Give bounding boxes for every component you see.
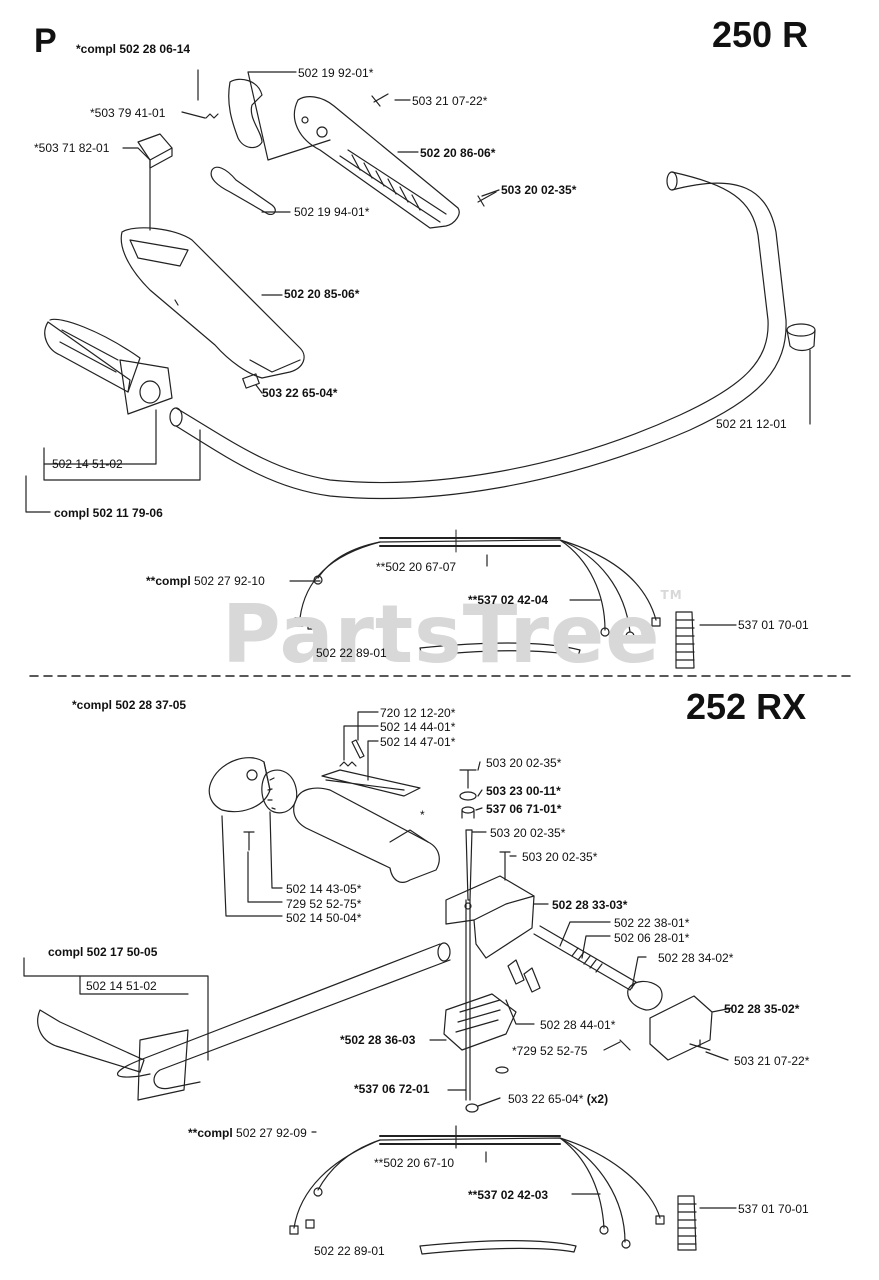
- part-label: 503 22 65-04* (x2): [508, 1092, 609, 1106]
- part-label: *503 79 41-01: [90, 106, 166, 120]
- throttle-handle-housing: [120, 227, 305, 379]
- part-label: 503 20 02-35*: [522, 850, 598, 864]
- part-label: **502 20 67-07: [376, 560, 457, 574]
- part-label: 502 28 33-03*: [552, 898, 628, 912]
- grip-half-shell: [208, 757, 271, 813]
- part-label: 503 22 65-04*: [262, 386, 338, 400]
- screw-b-2: [499, 851, 511, 881]
- spring: [339, 761, 357, 767]
- part-label: compl 502 11 79-06: [54, 506, 163, 520]
- part-label: 503 21 07-22*: [734, 1054, 810, 1068]
- part-label: 502 06 28-01*: [614, 931, 690, 945]
- part-label: *502 28 36-03: [340, 1033, 416, 1047]
- part-label: 502 14 47-01*: [380, 735, 456, 749]
- part-label: 503 21 07-22*: [412, 94, 488, 108]
- part-label: 503 23 00-11*: [486, 784, 561, 798]
- handle-end-cap: [786, 323, 816, 352]
- screw-top-2: [477, 191, 497, 207]
- parts-tree-watermark: PartsTreeTM: [222, 588, 683, 681]
- part-label: 503 20 02-35*: [501, 183, 577, 197]
- bush-b: [461, 806, 475, 819]
- part-label: 502 20 85-06*: [284, 287, 360, 301]
- throttle-knob: [261, 769, 298, 814]
- handle-grip-bottom: [37, 1009, 189, 1101]
- part-label: **compl 502 27 92-09: [188, 1126, 307, 1140]
- part-label: 502 22 38-01*: [614, 916, 690, 930]
- grip-sleeve: [293, 787, 440, 883]
- wire-harness-bottom: [289, 1125, 665, 1249]
- bottom-model-title: 252 RX: [686, 686, 807, 727]
- part-label: 503 20 02-35*: [486, 756, 562, 770]
- part-label: *537 06 72-01: [354, 1082, 430, 1096]
- part-label: compl 502 17 50-05: [48, 945, 158, 959]
- part-label: 720 12 12-20*: [380, 706, 456, 720]
- cable-sleeve-bottom: [419, 1240, 577, 1255]
- part-label: 502 14 50-04*: [286, 911, 362, 925]
- throttle-lever: [210, 166, 276, 215]
- loop-handle-bar: [169, 171, 787, 500]
- part-label: 502 28 44-01*: [540, 1018, 616, 1032]
- cable-sleeve-top: [419, 642, 581, 657]
- washer-b: [459, 791, 477, 801]
- part-label: 502 14 44-01*: [380, 720, 456, 734]
- handle-half-upper: [293, 96, 460, 229]
- vertical-rod: [465, 899, 471, 1101]
- part-label: 502 19 94-01*: [294, 205, 370, 219]
- part-label: 502 20 86-06*: [420, 146, 496, 160]
- screw-top-1: [371, 93, 389, 107]
- part-label: 502 22 89-01: [314, 1244, 385, 1258]
- part-label: 502 28 34-02*: [658, 951, 734, 965]
- part-label: **537 02 42-04: [468, 593, 549, 607]
- wire-harness-top: [294, 529, 661, 641]
- stop-switch: [137, 133, 173, 169]
- bottom-kit-label: *compl 502 28 37-05: [72, 698, 187, 712]
- part-label: 537 01 70-01: [738, 618, 809, 632]
- bent-handle-bar: [117, 942, 451, 1090]
- part-label: 537 06 71-01*: [486, 802, 562, 816]
- part-label: 502 28 35-02*: [724, 1002, 800, 1016]
- handle-bracket-lower: [443, 993, 517, 1051]
- throttle-trigger: [228, 78, 263, 149]
- pin-2: [523, 967, 541, 993]
- throttle-shaft: [533, 925, 637, 991]
- screw-grip: [243, 831, 255, 851]
- pin: [351, 739, 365, 759]
- part-label: 503 20 02-35*: [490, 826, 566, 840]
- part-label: 502 22 89-01: [316, 646, 387, 660]
- spring-sleeve-top: [675, 611, 695, 669]
- top-kit-label: *compl 502 28 06-14: [76, 42, 191, 56]
- section-letter: P: [34, 22, 57, 60]
- part-label: 729 52 52-75*: [286, 897, 362, 911]
- cover-plate: [649, 995, 713, 1061]
- adjuster-knob: [627, 980, 663, 1011]
- screw-b-1: [459, 769, 477, 789]
- part-label: 502 14 43-05*: [286, 882, 362, 896]
- handle-grip: [44, 318, 173, 415]
- nut-bottom: [465, 1103, 479, 1113]
- part-label: 502 14 51-02: [52, 457, 123, 471]
- part-label: **compl 502 27 92-10: [146, 574, 265, 588]
- spring-sleeve-bottom: [677, 1195, 697, 1251]
- part-label: **502 20 67-10: [374, 1156, 455, 1170]
- handle-bracket-upper: [445, 875, 535, 959]
- part-label: *503 71 82-01: [34, 141, 110, 155]
- spring-small: [205, 113, 219, 119]
- screw-cover: [619, 1039, 631, 1051]
- nut-top: [242, 373, 260, 389]
- nut-bottom-2: [495, 1066, 509, 1074]
- pin-1: [507, 959, 525, 985]
- part-label: *: [420, 808, 425, 822]
- part-label: 502 21 12-01: [716, 417, 787, 431]
- part-label: *729 52 52-75: [512, 1044, 588, 1058]
- part-label: **537 02 42-03: [468, 1188, 549, 1202]
- grip-strip: [321, 769, 421, 797]
- top-model-title: 250 R: [712, 14, 809, 55]
- part-label: 502 14 51-02: [86, 979, 157, 993]
- part-label: 502 19 92-01*: [298, 66, 374, 80]
- part-label: 537 01 70-01: [738, 1202, 809, 1216]
